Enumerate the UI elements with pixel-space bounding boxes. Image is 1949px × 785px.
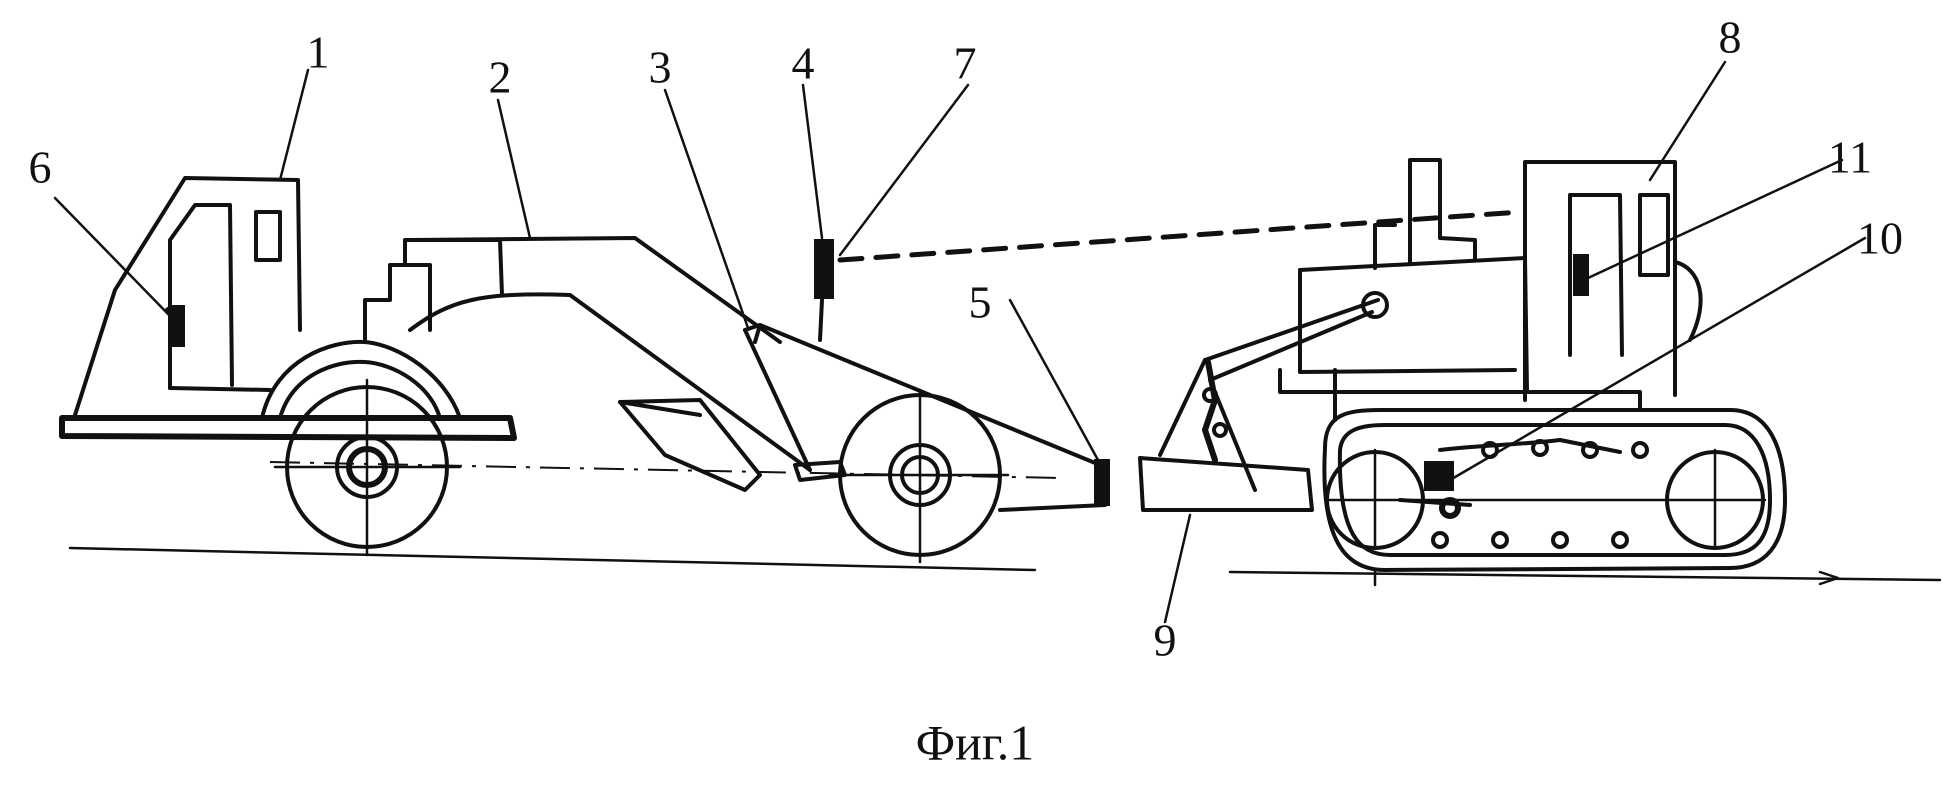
crawler-track (1324, 410, 1785, 585)
label-3: 3 (649, 42, 672, 93)
tractor-frame (62, 418, 514, 438)
dozer-blade (1140, 458, 1312, 510)
bulldozer-cab (1525, 162, 1701, 400)
figure-caption: Фиг.1 (916, 714, 1035, 770)
label-11: 11 (1828, 132, 1872, 183)
control-unit-block (1425, 462, 1453, 490)
label-5: 5 (969, 277, 992, 328)
bulldozer (1140, 160, 1785, 585)
front-wheel (275, 380, 460, 555)
scraper-machine (62, 178, 1109, 562)
tractor-cab (75, 178, 300, 415)
label-10: 10 (1857, 213, 1903, 264)
label-4: 4 (792, 38, 815, 89)
label-2: 2 (489, 52, 512, 103)
label-7: 7 (954, 38, 977, 89)
signal-link (840, 212, 1520, 260)
label-9: 9 (1154, 615, 1177, 666)
centre-line (270, 462, 1060, 478)
front-fender (262, 342, 460, 418)
receiver-block (815, 240, 833, 298)
label-1: 1 (307, 27, 330, 78)
label-8: 8 (1719, 12, 1742, 63)
label-6: 6 (29, 142, 52, 193)
